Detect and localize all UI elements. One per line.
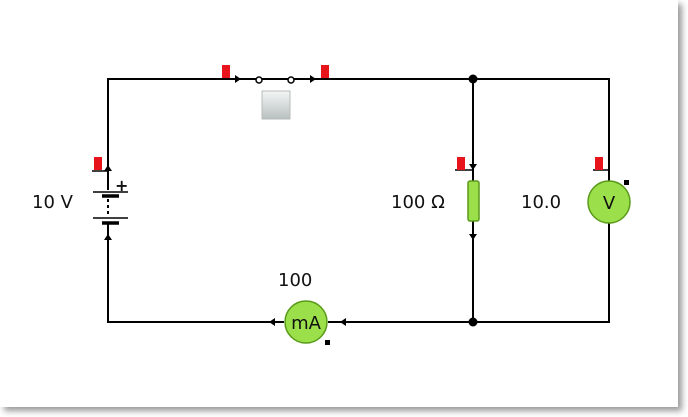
ammeter-symbol: mA bbox=[291, 313, 322, 334]
probe-marker bbox=[457, 157, 465, 170]
arrow-icon bbox=[104, 165, 112, 171]
probe-marker bbox=[321, 65, 329, 78]
probe-marker bbox=[222, 65, 230, 78]
battery-voltage-label: 10 V bbox=[32, 192, 74, 213]
switch-contact bbox=[287, 76, 295, 84]
probe-markers[interactable] bbox=[94, 65, 603, 170]
battery-polarity: + bbox=[115, 176, 128, 195]
arrow-icon bbox=[469, 164, 477, 170]
switch-toggle-button[interactable] bbox=[261, 90, 291, 120]
voltmeter-handle[interactable] bbox=[624, 180, 629, 185]
arrow-icon bbox=[235, 75, 241, 83]
ammeter-handle[interactable] bbox=[325, 340, 330, 345]
voltmeter-symbol: V bbox=[603, 193, 616, 214]
switch-contact bbox=[255, 76, 263, 84]
arrow-icon bbox=[469, 234, 477, 240]
arrow-icon bbox=[269, 318, 275, 326]
probe-marker bbox=[595, 157, 603, 170]
arrow-icon bbox=[104, 234, 112, 240]
battery[interactable] bbox=[93, 191, 128, 225]
ammeter[interactable] bbox=[284, 300, 328, 344]
voltmeter-reading: 10.0 bbox=[521, 192, 561, 213]
resistor-label: 100 Ω bbox=[391, 192, 445, 213]
junction-node bbox=[468, 317, 478, 327]
arrow-icon bbox=[340, 318, 346, 326]
current-arrows bbox=[104, 75, 477, 326]
arrow-icon bbox=[310, 75, 316, 83]
probe-marker bbox=[94, 157, 102, 170]
switch[interactable] bbox=[255, 76, 295, 120]
ammeter-reading: 100 bbox=[278, 270, 312, 291]
resistor[interactable] bbox=[467, 180, 480, 222]
voltmeter[interactable] bbox=[587, 180, 631, 224]
circuit-canvas bbox=[0, 0, 678, 407]
junction-node bbox=[468, 74, 478, 84]
